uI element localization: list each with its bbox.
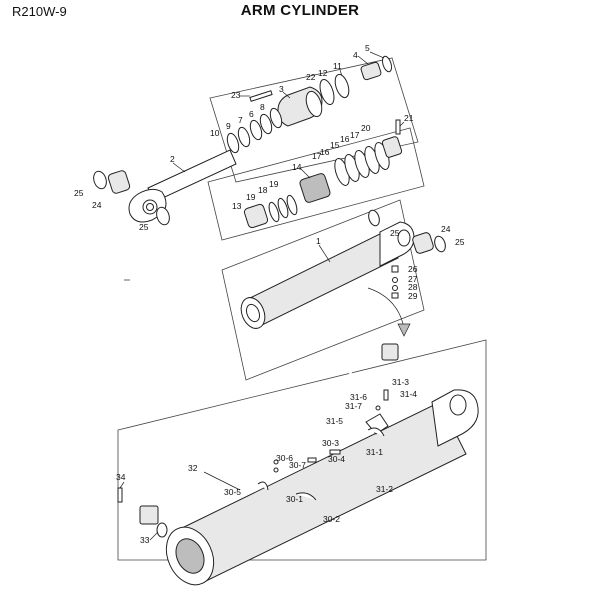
label-29: 29 [408, 291, 418, 301]
ring-7 [249, 119, 263, 141]
label-18: 18 [258, 185, 268, 195]
page-title: ARM CYLINDER [240, 2, 360, 19]
ring-18 [277, 197, 289, 219]
label-25-b: 25 [139, 222, 149, 232]
label-19-b: 19 [246, 192, 256, 202]
frame-tube-group [221, 199, 425, 381]
label-4: 4 [353, 50, 358, 60]
label-17-b: 17 [312, 151, 322, 161]
label-34: 34 [116, 472, 126, 482]
label-25-a: 25 [74, 188, 84, 198]
label-16-a: 16 [340, 134, 350, 144]
label-31-6: 31-6 [350, 392, 367, 402]
label-24-a: 24 [92, 200, 102, 210]
seal-25-left [93, 170, 107, 190]
seal-25-tube-b [434, 235, 446, 253]
label-30-1: 30-1 [286, 494, 303, 504]
label-17-a: 17 [350, 130, 360, 140]
label-16-b: 16 [320, 147, 330, 157]
label-33: 33 [140, 535, 150, 545]
flange-top [381, 343, 399, 361]
label-8: 8 [260, 102, 265, 112]
piston-group-parts [243, 119, 403, 229]
label-25-c: 25 [390, 228, 400, 238]
arrow-curve [367, 287, 405, 329]
bushing-24-left [107, 170, 131, 194]
leader-lines [119, 51, 405, 541]
label-31-7: 31-7 [345, 401, 362, 411]
fittings-26-29 [391, 265, 399, 299]
seal-12 [319, 78, 335, 106]
piston-14 [299, 173, 331, 203]
label-23: 23 [231, 90, 241, 100]
label-21: 21 [404, 113, 414, 123]
gland-bushing [360, 61, 382, 81]
clamp-30 [257, 449, 341, 501]
label-14: 14 [292, 162, 302, 172]
label-25-d: 25 [455, 237, 465, 247]
ring-6 [259, 113, 273, 135]
label-31-4: 31-4 [400, 389, 417, 399]
cylinder-tube [240, 221, 415, 329]
label-31-3: 31-3 [392, 377, 409, 387]
bottom-cylinder [165, 389, 479, 586]
label-11: 11 [333, 61, 342, 71]
oring-5 [381, 55, 393, 73]
label-30-5: 30-5 [224, 487, 241, 497]
label-9: 9 [226, 121, 231, 131]
label-20: 20 [361, 123, 371, 133]
seal-25-rod [156, 206, 170, 226]
label-3: 3 [279, 84, 284, 94]
bolt-34 [117, 487, 123, 503]
bushing-24-right [412, 232, 434, 254]
label-28: 28 [408, 282, 418, 292]
oring-33 [156, 522, 168, 538]
model-number: R210W-9 [12, 4, 67, 19]
label-31-2: 31-2 [376, 484, 393, 494]
label-1: 1 [316, 236, 321, 246]
flange-bottom [139, 505, 159, 525]
label-24-b: 24 [441, 224, 451, 234]
pipe-32-inner [149, 351, 385, 515]
label-2: 2 [170, 154, 175, 164]
ring-10 [226, 132, 240, 154]
label-15: 15 [330, 140, 340, 150]
label-13: 13 [232, 201, 242, 211]
label-27: 27 [408, 274, 418, 284]
piston-rod [128, 149, 237, 223]
ring-8 [269, 107, 283, 129]
head-group-parts [226, 55, 393, 154]
label-30-7: 30-7 [289, 460, 306, 470]
cover-face [305, 90, 323, 118]
seal-25-tube-a [368, 209, 380, 227]
label-31-1: 31-1 [366, 447, 383, 457]
frame-pipe-group [117, 339, 487, 561]
label-6: 6 [249, 109, 254, 119]
label-26: 26 [408, 264, 418, 274]
ring-19-a [268, 201, 280, 223]
label-30-6: 30-6 [276, 453, 293, 463]
frame-piston-group [207, 127, 425, 241]
arrow-head [397, 323, 411, 337]
label-12: 12 [318, 68, 328, 78]
label-30-3: 30-3 [322, 438, 339, 448]
screw-21 [395, 119, 401, 135]
label-30-2: 30-2 [323, 514, 340, 524]
ring-9 [237, 126, 251, 148]
label-32: 32 [188, 463, 198, 473]
label-7: 7 [238, 115, 243, 125]
label-31-5: 31-5 [326, 416, 343, 426]
seal-11 [334, 73, 350, 99]
label-22: 22 [306, 72, 316, 82]
label-30-4: 30-4 [328, 454, 345, 464]
ring-19-b [286, 194, 298, 216]
bolt-23 [249, 90, 273, 102]
label-10: 10 [210, 128, 220, 138]
nut-20 [381, 136, 403, 158]
label-19-a: 19 [269, 179, 279, 189]
label-5: 5 [365, 43, 370, 53]
piston-13 [243, 203, 269, 229]
clamp-31 [365, 389, 389, 437]
